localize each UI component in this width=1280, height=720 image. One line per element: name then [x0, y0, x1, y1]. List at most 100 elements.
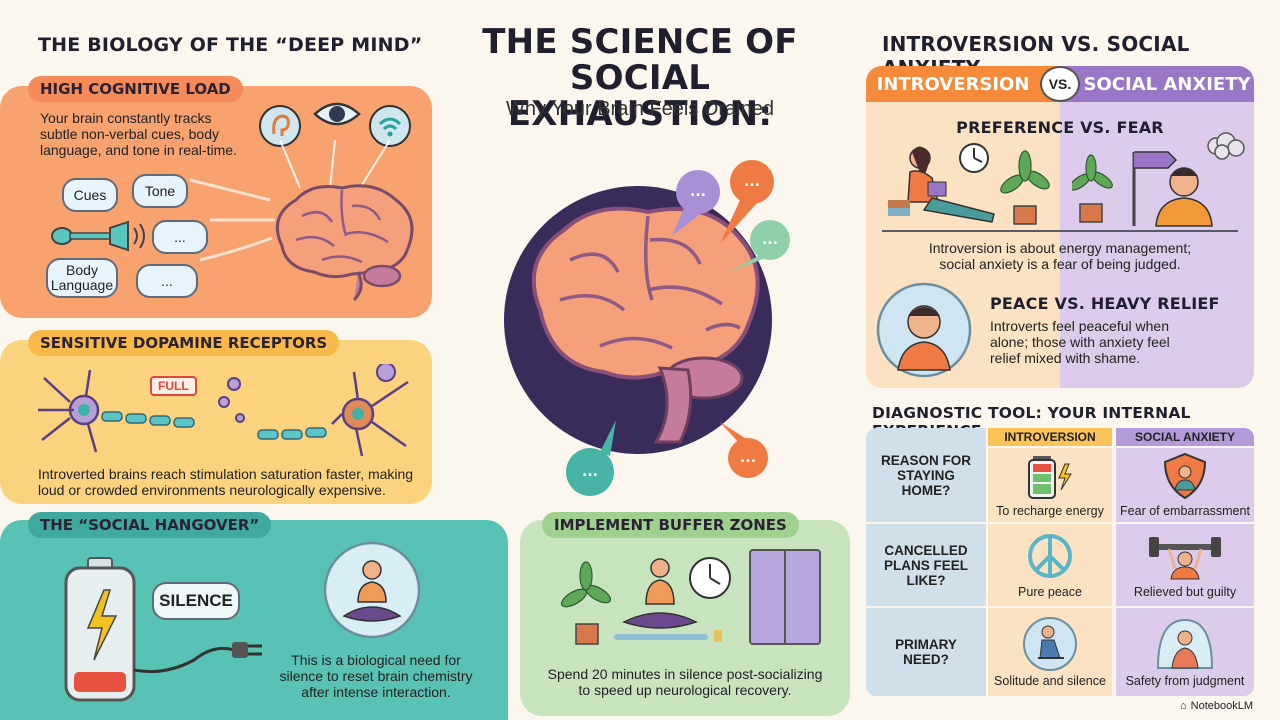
row2-anxiety-cell: Relieved but guilty	[1116, 524, 1254, 606]
anxious-person-illustration	[1072, 132, 1245, 227]
tab-introversion-label: INTROVERSION	[876, 73, 1030, 95]
row1-intro-cell: To recharge energy	[988, 448, 1112, 522]
notebooklm-logo-icon: ⌂	[1180, 700, 1187, 712]
full-tag: FULL	[150, 376, 197, 396]
person-avatar-icon	[876, 282, 972, 378]
buffer-zones-label: IMPLEMENT BUFFER ZONES	[542, 512, 799, 538]
connector-lines	[280, 140, 390, 189]
row3-intro-text: Solitude and silence	[994, 674, 1106, 688]
peace-sign-icon	[1028, 534, 1072, 578]
brand-badge: ⌂ NotebookLM	[1180, 700, 1253, 712]
brain-circle-illustration	[504, 186, 772, 454]
col-header-introversion-label: INTROVERSION	[1004, 430, 1096, 444]
row1-anxiety-text: Fear of embarrassment	[1120, 504, 1250, 518]
main-subtitle: Why Your Brain Feels Drained	[506, 98, 774, 120]
svg-text:...: ...	[744, 174, 760, 190]
bubble-dome-person-icon	[1156, 618, 1214, 669]
preference-text-line2: social anxiety is a fear of being judged…	[939, 256, 1181, 273]
hangover-text-line2: silence to reset brain chemistry	[279, 668, 473, 685]
reading-person-illustration	[888, 143, 1050, 225]
svg-text:...: ...	[582, 464, 598, 480]
bubble-cues: Cues	[62, 178, 118, 212]
row3-intro-cell: Solitude and silence	[988, 608, 1112, 696]
hangover-text-line1: This is a biological need for	[291, 652, 461, 668]
buffer-room-illustration	[560, 549, 821, 645]
signal-lines	[190, 178, 275, 262]
bubble-dots-2: ...	[136, 264, 198, 298]
cognitive-text-line2: subtle non-verbal cues, body	[40, 126, 219, 143]
dopamine-label: SENSITIVE DOPAMINE RECEPTORS	[28, 330, 340, 356]
peace-text-line2: alone; those with anxiety feel	[990, 334, 1170, 351]
row3-anxiety-cell: Safety from judgment	[1116, 608, 1254, 696]
col-header-introversion: INTROVERSION	[988, 428, 1112, 446]
svg-text:...: ...	[740, 450, 756, 466]
row2-intro-cell: Pure peace	[988, 524, 1112, 606]
bubble-tone: Tone	[132, 174, 188, 208]
row1-anxiety-cell: Fear of embarrassment	[1116, 448, 1254, 522]
col-header-anxiety-label: SOCIAL ANXIETY	[1134, 430, 1235, 444]
neuron-illustration	[38, 364, 409, 457]
dopamine-text-line1: Introverted brains reach stimulation sat…	[38, 466, 414, 482]
main-title-line2: SOCIAL EXHAUSTION:	[507, 58, 773, 134]
tab-introversion: INTROVERSION	[866, 66, 1060, 102]
svg-text:...: ...	[762, 232, 778, 248]
row1-question-text: REASON FOR STAYING HOME?	[880, 452, 971, 498]
meditation-bubble-icon	[323, 541, 421, 639]
buffer-text: Spend 20 minutes in silence post-sociali…	[520, 666, 850, 698]
buffer-text-line2: to speed up neurological recovery.	[578, 682, 792, 699]
main-title-line1: THE SCIENCE OF	[482, 22, 798, 62]
tab-social-anxiety-label: SOCIAL ANXIETY	[1083, 73, 1251, 95]
battery-low-icon	[64, 557, 136, 702]
preference-text: Introversion is about energy management;…	[866, 240, 1254, 272]
col-header-social-anxiety: SOCIAL ANXIETY	[1116, 428, 1254, 446]
comparison-divider	[882, 230, 1238, 232]
preference-vs-fear-title: PREFERENCE VS. FEAR	[956, 118, 1164, 137]
chat-bubbles-icon: ......... ......	[566, 160, 790, 496]
dopamine-text-line2: loud or crowded environments neurologica…	[38, 482, 386, 499]
social-hangover-label: THE “SOCIAL HANGOVER”	[28, 512, 272, 538]
cognitive-text-line1: Your brain constantly tracks	[40, 110, 212, 126]
weight-lifting-icon	[1149, 537, 1221, 580]
brain-illustration-small	[275, 184, 414, 302]
tab-social-anxiety: SOCIAL ANXIETY	[1060, 66, 1254, 102]
row2-question-text: CANCELLED PLANS FEEL LIKE?	[883, 542, 968, 588]
eye-icon	[313, 102, 361, 126]
wifi-icon	[369, 105, 411, 147]
hangover-text-line3: after intense interaction.	[301, 684, 451, 701]
battery-charging-icon	[1028, 456, 1072, 499]
cognitive-text-line3: language, and tone in real-time.	[40, 142, 237, 159]
cognitive-load-label: HIGH COGNITIVE LOAD	[28, 76, 243, 102]
sitting-alone-icon	[1023, 617, 1077, 671]
sound-wave-icon	[51, 220, 145, 252]
row2-intro-text: Pure peace	[1018, 585, 1082, 599]
row3-question-text: PRIMARY NEED?	[895, 637, 957, 667]
row3-anxiety-text: Safety from judgment	[1125, 674, 1245, 688]
silence-bubble: SILENCE	[152, 582, 240, 620]
peace-text-line1: Introverts feel peaceful when	[990, 318, 1169, 334]
peace-text-line3: relief mixed with shame.	[990, 350, 1141, 367]
comparison-card-anxiety-side	[1060, 66, 1254, 388]
svg-text:...: ...	[690, 184, 706, 200]
dopamine-text: Introverted brains reach stimulation sat…	[38, 466, 428, 498]
brand-label: NotebookLM	[1190, 700, 1254, 712]
row3-question: PRIMARY NEED?	[866, 608, 986, 696]
peace-vs-relief-title: PEACE VS. HEAVY RELIEF	[990, 294, 1220, 313]
bubble-body-language: Body Language	[46, 258, 118, 298]
row1-question: REASON FOR STAYING HOME?	[866, 428, 986, 522]
buffer-text-line1: Spend 20 minutes in silence post-sociali…	[547, 666, 823, 682]
bubble-dots-1: ...	[152, 220, 208, 254]
peace-text: Introverts feel peaceful when alone; tho…	[990, 318, 1220, 366]
vs-badge: VS.	[1040, 66, 1080, 102]
row2-anxiety-text: Relieved but guilty	[1133, 585, 1237, 599]
preference-text-line1: Introversion is about energy management;	[928, 240, 1192, 256]
plug-cord	[134, 642, 262, 674]
diagnostic-table: INTROVERSION SOCIAL ANXIETY REASON FOR S…	[866, 428, 1254, 696]
row1-intro-text: To recharge energy	[996, 504, 1104, 518]
cognitive-load-text: Your brain constantly tracks subtle non-…	[40, 110, 270, 158]
ear-icon	[259, 105, 301, 147]
shield-person-icon	[1163, 452, 1207, 500]
row2-question: CANCELLED PLANS FEEL LIKE?	[866, 524, 986, 606]
biology-heading: THE BIOLOGY OF THE “DEEP MIND”	[38, 34, 423, 56]
main-title: THE SCIENCE OF SOCIAL EXHAUSTION:	[440, 24, 840, 132]
hangover-text: This is a biological need for silence to…	[276, 652, 476, 700]
